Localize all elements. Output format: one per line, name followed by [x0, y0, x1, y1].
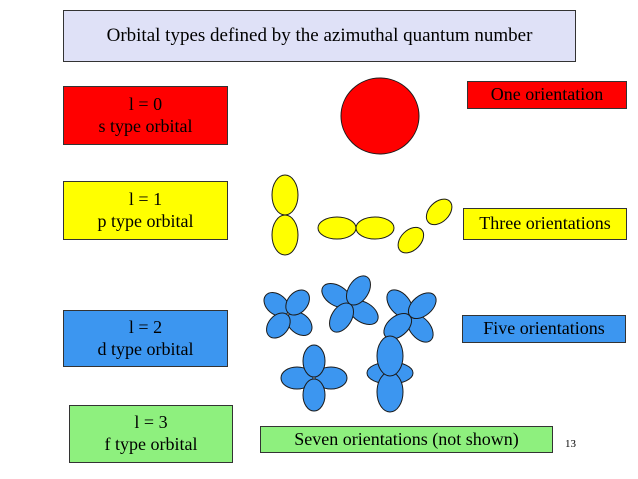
p-orbital-x-lobe: [355, 216, 395, 240]
p-orbital-label: l = 1 p type orbital: [63, 181, 228, 240]
d-orbital-xy-lobe: [263, 292, 290, 317]
f-type-name: f type orbital: [104, 434, 198, 454]
d-orbital-x2y2-lobe: [302, 344, 326, 378]
d-orbital-yz-lobe: [407, 292, 437, 320]
d-orbital-xz-lobe: [345, 275, 371, 306]
s-type-name: s type orbital: [98, 115, 193, 136]
p-orbital-z-lobe: [271, 214, 299, 256]
slide-title: Orbital types defined by the azimuthal q…: [63, 10, 576, 62]
d-orbital-z2-lobe: [376, 371, 404, 413]
f-l-value: l = 3: [134, 412, 168, 433]
p-orbital-y-lobe: [425, 198, 453, 226]
s-orbital-sphere: [340, 77, 420, 155]
d-orientations-tag: Five orientations: [462, 315, 626, 343]
p-orbital-x-lobe: [317, 216, 357, 240]
p-orientations-tag: Three orientations: [463, 208, 627, 240]
d-type-name: d type orbital: [97, 338, 194, 359]
f-orbital-label: l = 3 f type orbital: [69, 405, 233, 463]
d-orbital-x2y2-lobe: [280, 366, 314, 390]
p-l-value: l = 1: [128, 188, 163, 209]
p-orbital-y-lobe: [397, 226, 425, 254]
p-orbital-z-lobe: [271, 174, 299, 216]
s-orientations-tag: One orientation: [467, 81, 627, 109]
page-number: 13: [565, 438, 576, 450]
s-l-value: l = 0: [128, 93, 163, 114]
d-l-value: l = 2: [128, 316, 163, 337]
f-orientations-tag: Seven orientations (not shown): [260, 426, 553, 453]
d-orbital-xy-lobe: [286, 311, 313, 336]
d-orbital-xy-lobe: [266, 312, 291, 339]
d-orbital-xy-lobe: [285, 289, 310, 316]
s-orbital-label: l = 0 s type orbital: [63, 86, 228, 145]
d-orbital-z2-lobe: [376, 335, 404, 377]
d-orbital-x2y2-lobe: [302, 378, 326, 412]
p-type-name: p type orbital: [97, 210, 194, 231]
d-orbital-label: l = 2 d type orbital: [63, 310, 228, 367]
d-orbital-x2y2-lobe: [314, 366, 348, 390]
